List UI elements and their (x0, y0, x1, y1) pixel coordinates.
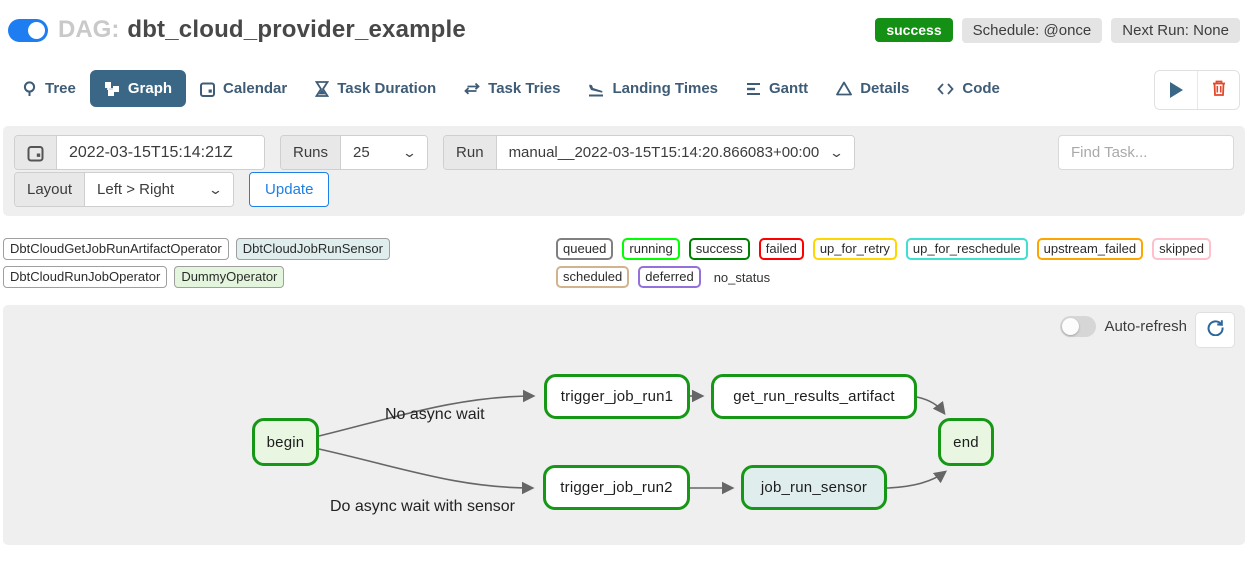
page-title: dbt_cloud_provider_example (127, 16, 466, 43)
chevron-down-icon: ⌄ (401, 144, 418, 160)
edge-sensor-end (886, 470, 948, 489)
tab-code[interactable]: Code (923, 70, 1014, 107)
edge-artifact-end (916, 396, 946, 416)
dag-label: DAG: (58, 16, 120, 43)
tab-landing-times[interactable]: Landing Times (574, 70, 732, 107)
task-node-get_run_results_artifact[interactable]: get_run_results_artifact (711, 374, 917, 419)
edge-label: No async wait (385, 406, 485, 423)
operator-legend-badge: DbtCloudRunJobOperator (3, 266, 168, 288)
status-badge: success (875, 18, 953, 42)
play-icon (1169, 82, 1183, 98)
status-legend-badge: failed (758, 238, 804, 260)
trash-icon (1211, 79, 1227, 102)
tab-gantt[interactable]: Gantt (732, 70, 822, 107)
graph-edges (318, 389, 948, 495)
dag-pause-toggle[interactable] (8, 18, 48, 42)
layout-select[interactable]: Left > Right ⌄ (85, 173, 234, 206)
status-legend-badge: scheduled (556, 266, 630, 288)
header-badges: success Schedule: @once Next Run: None (875, 18, 1240, 43)
find-task-input[interactable] (1058, 135, 1234, 170)
operator-legend-badge: DbtCloudJobRunSensor (235, 238, 390, 260)
operator-legend-badge: DbtCloudGetJobRunArtifactOperator (3, 238, 229, 260)
next-run-badge: Next Run: None (1111, 18, 1240, 43)
toggle-knob (28, 21, 45, 39)
run-select-group: Run manual__2022-03-15T15:14:20.866083+0… (443, 135, 856, 170)
auto-refresh-label: Auto-refresh (1104, 318, 1187, 335)
graph-icon (104, 81, 120, 97)
tab-graph[interactable]: Graph (89, 70, 187, 107)
dag-header: DAG: dbt_cloud_provider_example success … (0, 0, 1248, 44)
layout-group: Layout Left > Right ⌄ (14, 172, 235, 207)
operator-legend-badge: DummyOperator (174, 266, 285, 288)
runs-select[interactable]: 25 ⌄ (341, 136, 428, 169)
status-legend-badge: up_for_reschedule (905, 238, 1028, 260)
edge-label: Do async wait with sensor (330, 498, 515, 515)
status-legend-badge: running (622, 238, 680, 260)
base-date-input[interactable] (57, 136, 264, 169)
graph-filter-panel: Runs 25 ⌄ Run manual__2022-03-15T15:14:2… (3, 126, 1245, 216)
landing-icon (588, 81, 604, 97)
delete-dag-button[interactable] (1197, 71, 1239, 109)
trigger-dag-button[interactable] (1155, 71, 1197, 109)
run-label: Run (444, 136, 497, 169)
dag-action-buttons (1154, 70, 1240, 110)
status-legend-badge: upstream_failed (1036, 238, 1144, 260)
task-node-trigger_job_run1[interactable]: trigger_job_run1 (544, 374, 690, 419)
repeat-icon (464, 81, 480, 96)
chevron-down-icon: ⌄ (829, 144, 845, 160)
calendar-icon (200, 81, 216, 97)
code-icon (937, 82, 955, 96)
details-icon (836, 81, 853, 96)
refresh-icon (1207, 319, 1224, 341)
status-legend-badge: deferred (638, 266, 701, 288)
status-legend-badge: no_status (713, 269, 771, 285)
schedule-badge: Schedule: @once (961, 18, 1103, 43)
chevron-down-icon: ⌄ (207, 181, 224, 197)
auto-refresh-control: Auto-refresh (1060, 316, 1187, 337)
tab-calendar[interactable]: Calendar (186, 70, 301, 107)
status-legend-badge: skipped (1152, 238, 1211, 260)
status-legend-badge: queued (556, 238, 614, 260)
update-button[interactable]: Update (249, 172, 330, 207)
toggle-knob (1062, 318, 1080, 335)
auto-refresh-toggle[interactable] (1060, 316, 1097, 337)
task-node-begin[interactable]: begin (252, 418, 319, 466)
tab-task-duration[interactable]: Task Duration (301, 70, 450, 107)
edge-begin-trigger1 (318, 389, 536, 437)
status-legend: queued running success failed up_for_retry up… (556, 238, 1245, 288)
num-runs-group: Runs 25 ⌄ (280, 135, 429, 170)
hourglass-icon (315, 80, 330, 97)
runs-label: Runs (281, 136, 342, 169)
tab-details[interactable]: Details (822, 70, 923, 107)
task-node-job_run_sensor[interactable]: job_run_sensor (741, 465, 887, 510)
layout-label: Layout (15, 173, 86, 206)
tree-icon (22, 80, 37, 97)
calendar-addon-icon (15, 136, 57, 169)
base-date-group (14, 135, 265, 170)
dag-graph-canvas: begin trigger_job_run1 get_run_results_art… (3, 305, 1245, 545)
gantt-icon (746, 82, 761, 96)
edge-begin-trigger2 (318, 448, 535, 495)
tab-tree[interactable]: Tree (8, 70, 90, 107)
run-select[interactable]: manual__2022-03-15T15:14:20.866083+00:00… (496, 136, 855, 169)
view-tabs: Tree Graph Calendar Task Duration Task T… (0, 70, 1248, 110)
task-node-trigger_job_run2[interactable]: trigger_job_run2 (543, 465, 690, 510)
task-node-end[interactable]: end (938, 418, 994, 466)
status-legend-badge: up_for_retry (812, 238, 897, 260)
refresh-button[interactable] (1195, 312, 1235, 348)
tab-task-tries[interactable]: Task Tries (450, 70, 574, 107)
status-legend-badge: success (688, 238, 750, 260)
